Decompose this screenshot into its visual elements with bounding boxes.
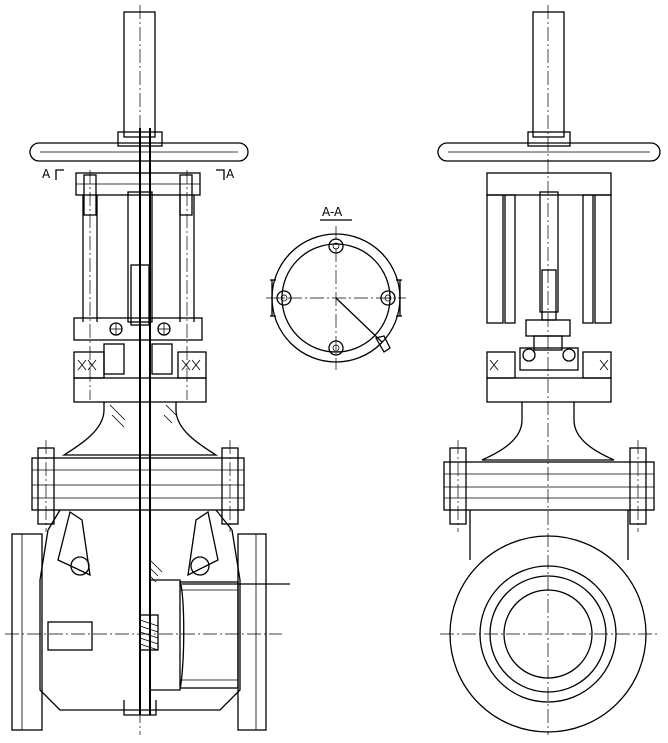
section-marker-right: A <box>226 167 235 181</box>
front-view: A A <box>5 5 290 735</box>
handwheel-side <box>437 131 661 162</box>
section-title: A-A <box>322 205 343 219</box>
section-marker-left: A <box>42 167 51 181</box>
section-a-a-view: A-A <box>266 205 406 370</box>
side-view <box>437 5 661 735</box>
